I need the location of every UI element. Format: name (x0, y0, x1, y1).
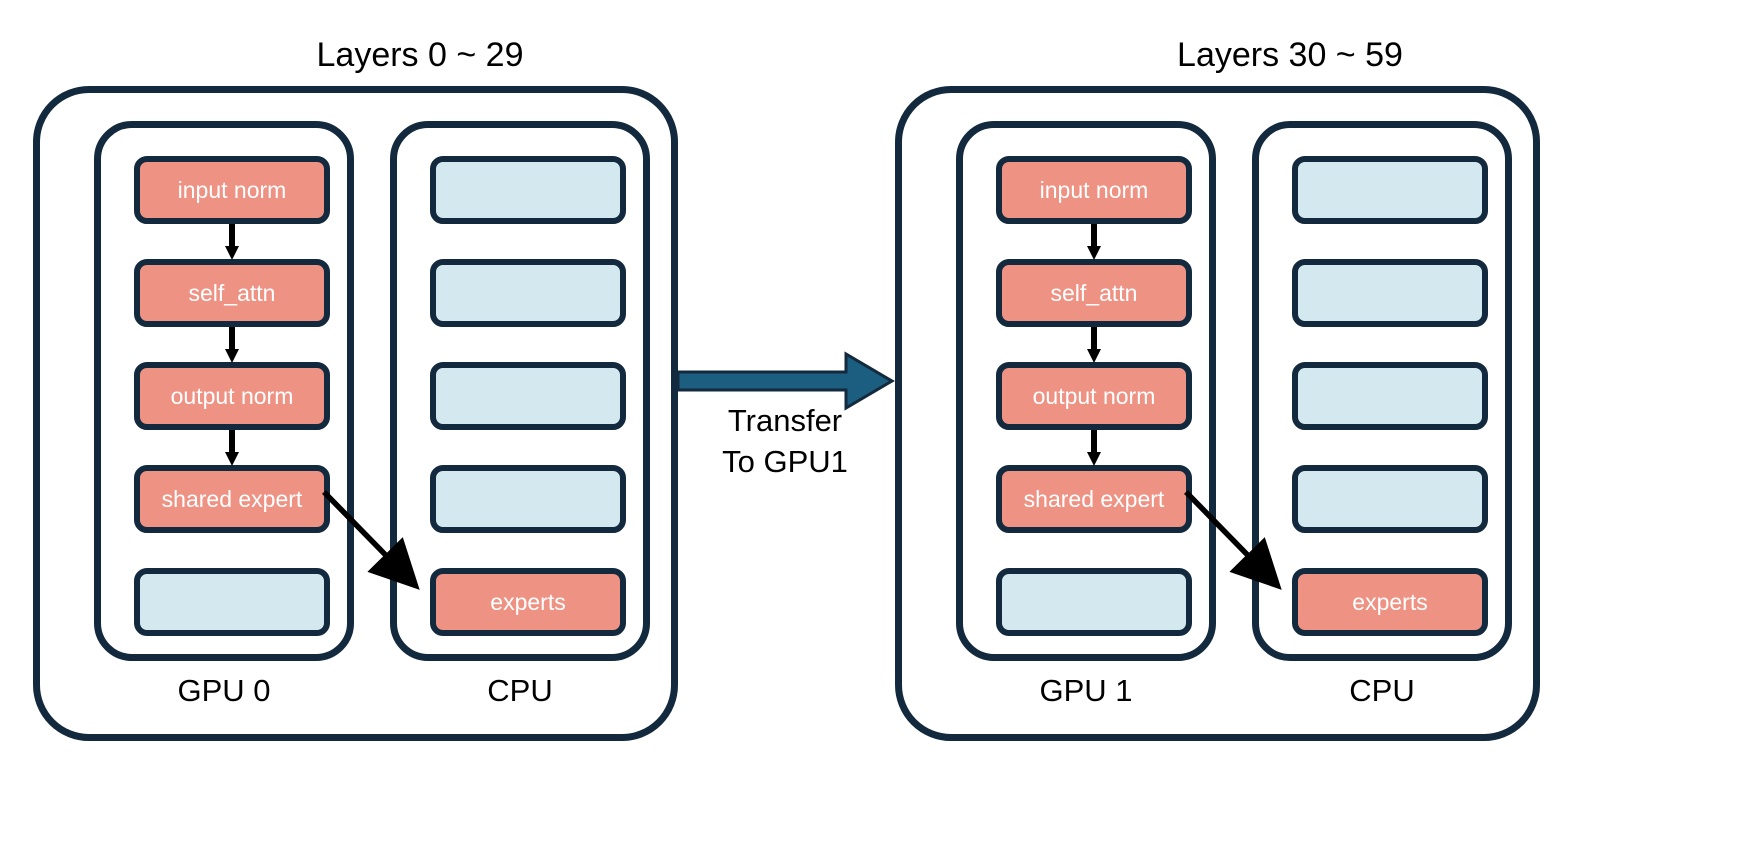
module-slot-empty-cpu[interactable] (430, 362, 626, 430)
device-panel-left: input norm self_attn output norm shared … (33, 86, 678, 741)
flow-arrow-icon (1087, 430, 1101, 466)
gpu-column-left: input norm self_attn output norm shared … (94, 121, 354, 661)
cpu-column-left: experts (390, 121, 650, 661)
module-slot-input-norm[interactable]: input norm (134, 156, 330, 224)
module-slot-self-attn[interactable]: self_attn (996, 259, 1192, 327)
module-slot-self-attn[interactable]: self_attn (134, 259, 330, 327)
cpu-column-label-right: CPU (1349, 673, 1415, 708)
transfer-caption: Transfer To GPU1 (670, 400, 900, 482)
transfer-arrow-icon (676, 351, 895, 411)
module-slot-shared-expert[interactable]: shared expert (996, 465, 1192, 533)
device-panel-right: input norm self_attn output norm shared … (895, 86, 1540, 741)
module-slot-output-norm[interactable]: output norm (134, 362, 330, 430)
module-slot-empty-cpu[interactable] (430, 259, 626, 327)
panel-title-left: Layers 0 ~ 29 (316, 36, 524, 74)
cpu-column-right: experts (1252, 121, 1512, 661)
gpu-column-right: input norm self_attn output norm shared … (956, 121, 1216, 661)
flow-arrow-icon (225, 327, 239, 363)
flow-arrow-icon (225, 224, 239, 260)
module-slot-shared-expert[interactable]: shared expert (134, 465, 330, 533)
panel-title-right: Layers 30 ~ 59 (1177, 36, 1403, 74)
module-slot-empty-cpu[interactable] (1292, 259, 1488, 327)
flow-arrow-icon (225, 430, 239, 466)
module-slot-empty-cpu[interactable] (1292, 465, 1488, 533)
module-slot-empty-cpu[interactable] (430, 156, 626, 224)
transfer-caption-line-1: Transfer (727, 403, 843, 438)
gpu-column-label-right: GPU 1 (1039, 673, 1133, 708)
module-slot-empty-cpu[interactable] (1292, 362, 1488, 430)
flow-arrow-icon (1087, 327, 1101, 363)
gpu-column-label-left: GPU 0 (177, 673, 271, 708)
flow-arrow-icon (1087, 224, 1101, 260)
module-slot-input-norm[interactable]: input norm (996, 156, 1192, 224)
module-slot-empty-cpu[interactable] (430, 465, 626, 533)
module-slot-empty-gpu[interactable] (134, 568, 330, 636)
module-slot-output-norm[interactable]: output norm (996, 362, 1192, 430)
module-slot-experts[interactable]: experts (1292, 568, 1488, 636)
module-slot-empty-cpu[interactable] (1292, 156, 1488, 224)
module-slot-experts[interactable]: experts (430, 568, 626, 636)
transfer-caption-line-2: To GPU1 (722, 444, 848, 480)
module-slot-empty-gpu[interactable] (996, 568, 1192, 636)
cpu-column-label-left: CPU (487, 673, 553, 708)
